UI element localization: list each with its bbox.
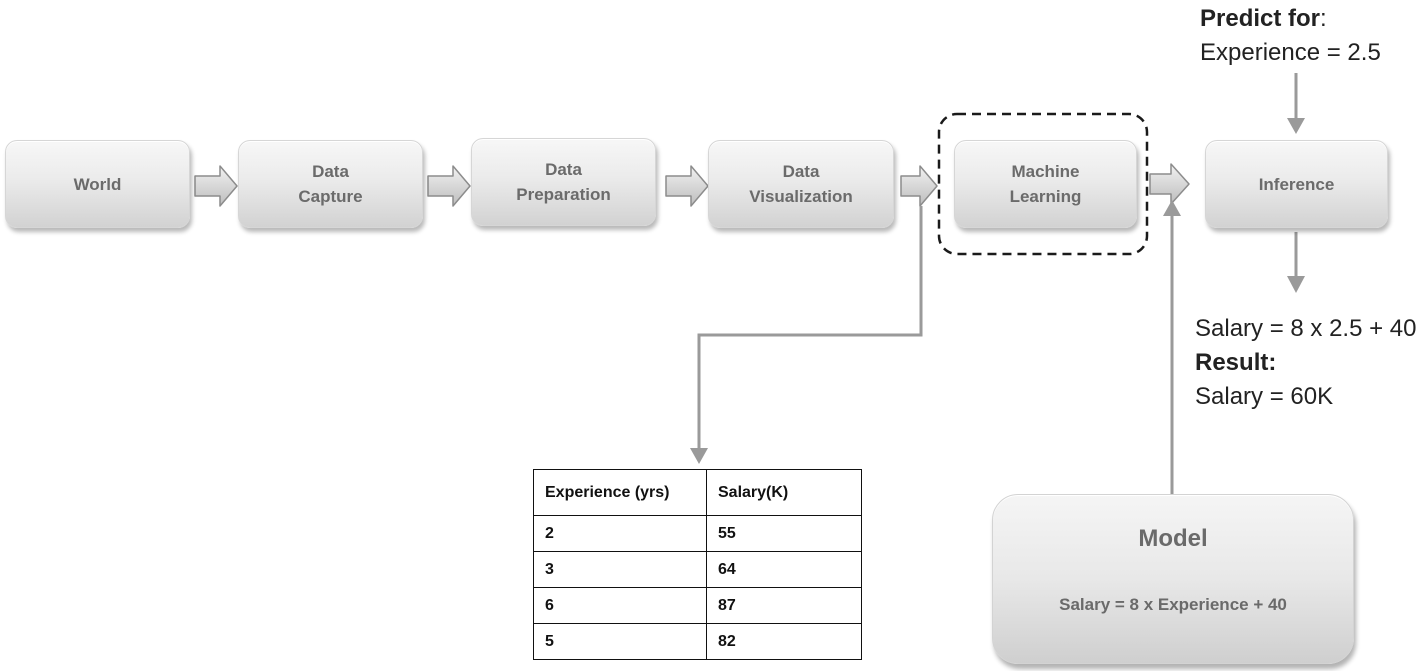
model-title: Model	[1138, 525, 1208, 552]
table-row: 2 55	[533, 515, 862, 552]
stage-machine-learning: Machine Learning	[954, 140, 1137, 228]
table-row: 3 64	[533, 551, 862, 588]
stage-data-preparation-line1: Data	[545, 160, 582, 179]
table-cell-salary: 87	[706, 587, 862, 624]
table-header-salary: Salary(K)	[706, 469, 862, 516]
block-arrow-preparation-to-visualization	[665, 165, 709, 207]
predict-for-colon: :	[1320, 5, 1327, 32]
model-formula: Salary = 8 x Experience + 40	[1059, 595, 1287, 614]
stage-data-preparation: Data Preparation	[471, 138, 656, 226]
result-arrowhead	[1287, 276, 1305, 293]
stage-data-preparation-line2: Preparation	[516, 185, 611, 204]
model-box: Model Salary = 8 x Experience + 40	[992, 494, 1354, 664]
stage-inference: Inference	[1205, 140, 1388, 228]
predict-for-heading: Predict for:	[1200, 2, 1327, 36]
predict-for-label: Predict for	[1200, 5, 1321, 32]
stage-data-capture-line1: Data	[312, 162, 349, 181]
stage-data-capture: Data Capture	[238, 140, 423, 228]
result-label: Result:	[1195, 349, 1277, 376]
stage-world-line1: World	[73, 174, 122, 194]
block-arrow-ml-to-inference	[1149, 163, 1190, 205]
stage-machine-learning-line1: Machine	[1011, 162, 1080, 181]
table-cell-salary: 55	[706, 515, 862, 552]
table-connector-line	[697, 206, 923, 450]
table-connector-arrowhead	[690, 448, 708, 464]
table-cell-salary: 64	[706, 551, 862, 588]
table-cell-experience: 3	[533, 551, 707, 588]
table-cell-salary: 82	[706, 623, 862, 660]
result-value: Salary = 60K	[1195, 383, 1334, 410]
predict-arrowhead	[1287, 118, 1305, 134]
predict-for-input: Experience = 2.5	[1200, 39, 1381, 66]
stage-data-visualization-line2: Visualization	[749, 187, 853, 206]
stage-world: World	[5, 140, 190, 228]
table-header-experience: Experience (yrs)	[533, 469, 707, 516]
block-arrow-capture-to-preparation	[427, 165, 471, 207]
table-cell-experience: 5	[533, 623, 707, 660]
block-arrow-visualization-to-ml	[900, 165, 938, 207]
table-header-row: Experience (yrs) Salary(K)	[533, 469, 862, 516]
model-connector-arrowhead	[1163, 200, 1181, 216]
table-cell-experience: 6	[533, 587, 707, 624]
salary-equation: Salary = 8 x 2.5 + 40	[1195, 315, 1417, 342]
block-arrow-world-to-capture	[194, 165, 238, 207]
table-cell-experience: 2	[533, 515, 707, 552]
training-data-table: Experience (yrs) Salary(K) 2 55 3 64 6 8…	[533, 469, 862, 660]
stage-data-capture-line2: Capture	[298, 187, 363, 206]
stage-inference-line1: Inference	[1258, 174, 1335, 194]
stage-data-visualization: Data Visualization	[708, 140, 894, 228]
table-row: 5 82	[533, 623, 862, 660]
stage-machine-learning-line2: Learning	[1009, 187, 1082, 206]
stage-data-visualization-line1: Data	[782, 162, 820, 181]
table-row: 6 87	[533, 587, 862, 624]
